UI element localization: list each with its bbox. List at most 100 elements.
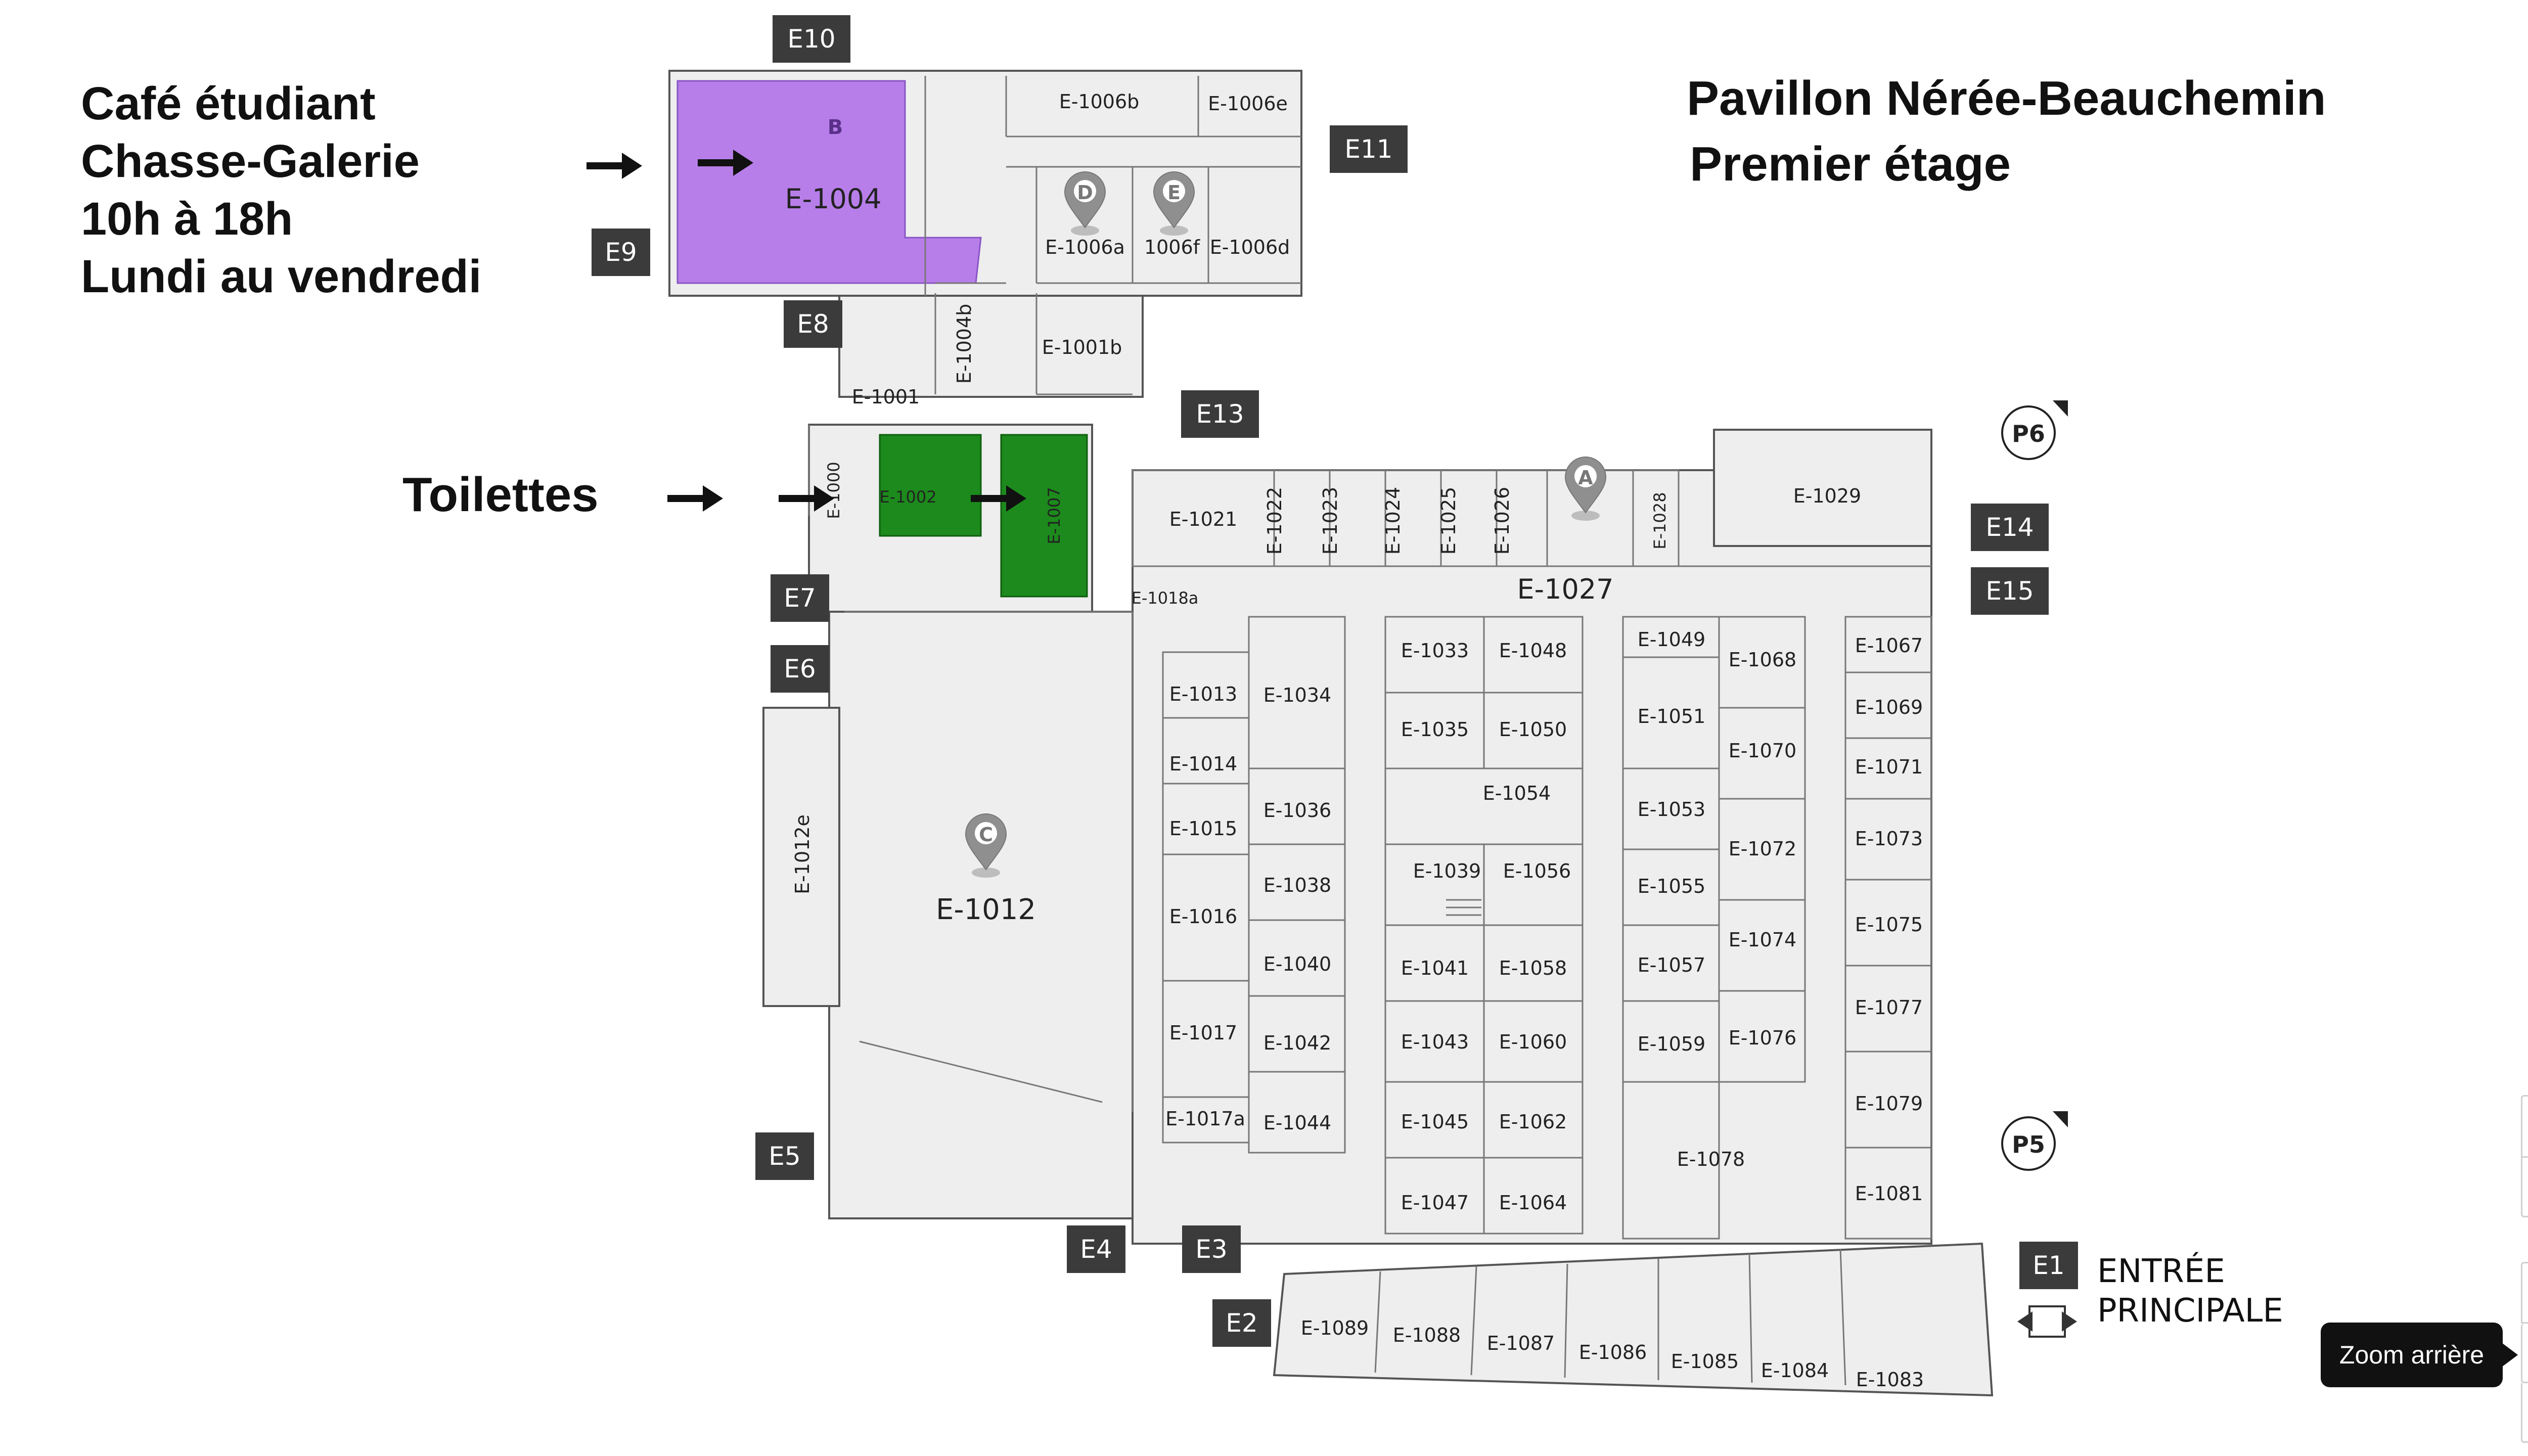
cafe-room-highlight[interactable] <box>676 80 982 284</box>
entrance-tag[interactable]: E15 <box>1985 576 2034 606</box>
room-label[interactable]: E-1070 <box>1729 740 1796 762</box>
room-label[interactable]: E-1007 <box>1045 487 1064 544</box>
room-label[interactable]: E-1086 <box>1579 1341 1647 1363</box>
entrance-tag[interactable]: E6 <box>784 654 816 684</box>
room-label[interactable]: E-1013 <box>1169 683 1237 705</box>
room-label[interactable]: E-1048 <box>1499 640 1567 662</box>
room-label[interactable]: E-1056 <box>1503 860 1571 882</box>
room-label[interactable]: E-1047 <box>1401 1192 1469 1214</box>
entrance-tag[interactable]: E13 <box>1196 399 1244 429</box>
entrance-tag[interactable]: E2 <box>1226 1308 1257 1338</box>
room-label[interactable]: E-1043 <box>1401 1031 1469 1053</box>
room-label[interactable]: E-1058 <box>1499 957 1567 979</box>
pin-d-icon[interactable]: D <box>1064 171 1106 236</box>
parking-p5[interactable]: P5 <box>2012 1131 2045 1158</box>
room-label[interactable]: E-1074 <box>1729 929 1796 951</box>
room-label[interactable]: E-1024 <box>1382 487 1404 555</box>
room-label[interactable]: E-1014 <box>1169 753 1237 775</box>
room-label[interactable]: E-1042 <box>1263 1032 1331 1054</box>
room-label[interactable]: E-1036 <box>1263 799 1331 822</box>
room-label[interactable]: E-1039 <box>1413 860 1481 882</box>
entrance-tag[interactable]: E7 <box>784 583 816 613</box>
room-label[interactable]: E-1054 <box>1483 782 1551 804</box>
entrance-tag[interactable]: E5 <box>769 1142 800 1171</box>
room-label[interactable]: E-1004 <box>785 183 881 215</box>
room-label[interactable]: E-1000 <box>824 462 843 519</box>
room-label[interactable]: E-1041 <box>1401 957 1469 979</box>
room-label[interactable]: E-1067 <box>1855 634 1923 657</box>
pin-c-icon[interactable]: C <box>965 813 1007 878</box>
pin-a-icon[interactable]: A <box>1565 457 1606 521</box>
room-label[interactable]: E-1089 <box>1301 1317 1369 1339</box>
main-entrance[interactable]: ENTRÉE PRINCIPALE <box>2017 1252 2283 1338</box>
room-label[interactable]: E-1033 <box>1401 640 1469 662</box>
room-label[interactable]: E-1035 <box>1401 718 1469 741</box>
room-label[interactable]: E-1029 <box>1793 485 1861 507</box>
toilet-room-1007[interactable] <box>1000 434 1088 598</box>
room-label[interactable]: E-1016 <box>1169 905 1237 928</box>
room-label[interactable]: E-1006b <box>1059 90 1140 113</box>
room-label[interactable]: E-1006a <box>1045 236 1125 258</box>
room-label[interactable]: E-1053 <box>1638 798 1705 821</box>
room-label[interactable]: E-1078 <box>1677 1148 1745 1170</box>
room-label[interactable]: E-1006d <box>1210 236 1290 258</box>
room-label[interactable]: E-1064 <box>1499 1192 1567 1214</box>
room-label[interactable]: E-1045 <box>1401 1111 1469 1133</box>
pin-e-icon[interactable]: E <box>1153 171 1195 236</box>
room-label[interactable]: E-1072 <box>1729 838 1796 860</box>
room-label[interactable]: E-1060 <box>1499 1031 1567 1053</box>
zoom-in-button[interactable]: + <box>2521 1262 2528 1324</box>
room-label[interactable]: E-1088 <box>1393 1324 1461 1346</box>
room-label[interactable]: E-1079 <box>1855 1093 1923 1115</box>
room-label[interactable]: E-1040 <box>1263 953 1331 975</box>
entrance-tag[interactable]: E10 <box>787 24 835 54</box>
room-label[interactable]: E-1051 <box>1638 705 1705 727</box>
room-label[interactable]: E-1004b <box>953 304 975 384</box>
room-label[interactable]: E-1012 <box>936 893 1036 926</box>
room-label[interactable]: E-1062 <box>1499 1111 1567 1133</box>
entrance-tag[interactable]: E3 <box>1195 1235 1227 1264</box>
room-label[interactable]: E-1085 <box>1671 1350 1739 1373</box>
room-label[interactable]: E-1084 <box>1761 1359 1829 1382</box>
room-label[interactable]: E-1069 <box>1855 696 1923 718</box>
entrance-tag[interactable]: E14 <box>1985 513 2034 542</box>
room-label[interactable]: E-1071 <box>1855 756 1923 778</box>
room-label[interactable]: E-1049 <box>1638 628 1705 651</box>
entrance-tag[interactable]: E9 <box>605 238 637 267</box>
room-label[interactable]: E-1022 <box>1263 487 1286 555</box>
room-label[interactable]: 1006f <box>1144 236 1201 258</box>
room-label[interactable]: E-1001b <box>1042 336 1122 358</box>
room-label[interactable]: E-1017a <box>1165 1108 1245 1130</box>
room-label[interactable]: E-1076 <box>1729 1027 1796 1049</box>
entrance-tag[interactable]: E1 <box>2033 1251 2064 1280</box>
room-label[interactable]: E-1068 <box>1729 649 1796 671</box>
room-label[interactable]: E-1021 <box>1169 508 1237 530</box>
room-label[interactable]: E-1059 <box>1638 1033 1705 1055</box>
entrance-tag[interactable]: E8 <box>797 309 829 339</box>
room-label[interactable]: E-1077 <box>1855 996 1923 1019</box>
floor-1-button[interactable]: 1 <box>2521 1095 2528 1158</box>
room-label[interactable]: E-1027 <box>1517 573 1613 605</box>
room-label[interactable]: E-1001 <box>852 386 920 408</box>
room-label[interactable]: E-1018a <box>1132 588 1199 608</box>
room-label[interactable]: E-1028 <box>1650 492 1669 549</box>
room-label[interactable]: E-1044 <box>1263 1112 1331 1134</box>
room-label[interactable]: E-1025 <box>1437 487 1460 555</box>
room-label[interactable]: E-1087 <box>1487 1332 1555 1354</box>
room-label[interactable]: E-1075 <box>1855 914 1923 936</box>
zoom-out-button[interactable]: − <box>2521 1324 2528 1383</box>
room-label[interactable]: E-1081 <box>1855 1182 1923 1205</box>
room-label[interactable]: E-1023 <box>1319 487 1341 555</box>
room-label[interactable]: E-1002 <box>879 487 936 507</box>
room-label[interactable]: E-1006e <box>1208 93 1288 115</box>
room-label[interactable]: E-1026 <box>1491 487 1513 555</box>
room-label[interactable]: E-1055 <box>1638 875 1705 897</box>
room-label[interactable]: E-1017 <box>1169 1022 1237 1044</box>
entrance-tag[interactable]: E11 <box>1344 134 1392 164</box>
room-label[interactable]: E-1038 <box>1263 874 1331 896</box>
room-label[interactable]: E-1012e <box>791 814 814 894</box>
room-label[interactable]: E-1083 <box>1856 1369 1924 1391</box>
floor-ss-button[interactable]: SS <box>2521 1158 2528 1217</box>
room-label[interactable]: E-1050 <box>1499 718 1567 741</box>
